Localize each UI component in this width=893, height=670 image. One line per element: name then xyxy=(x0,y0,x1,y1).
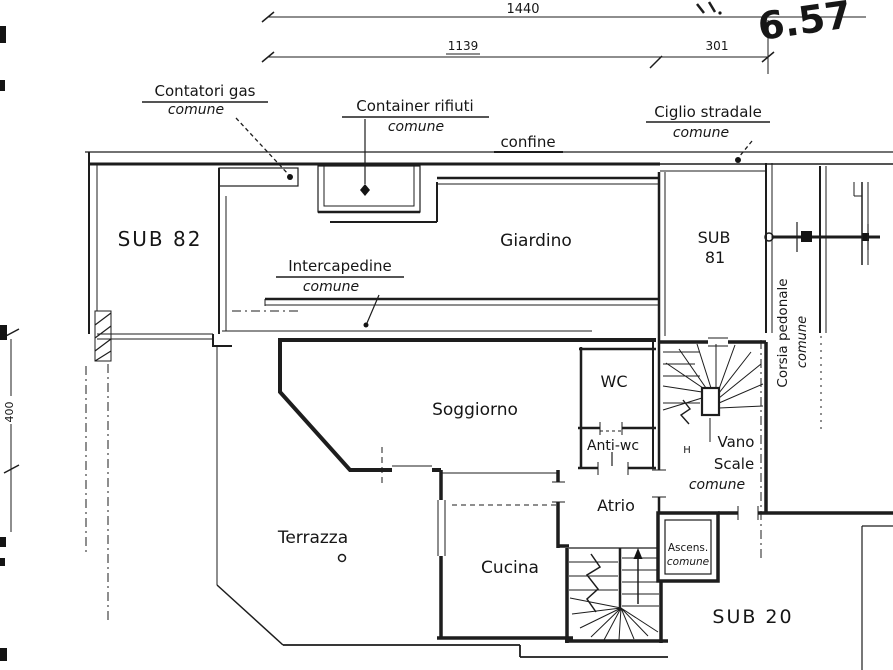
annotation-ciglio-stradale: Ciglio stradale comune xyxy=(646,103,770,163)
kitchen-window xyxy=(437,500,446,556)
handwritten-total: 6.57 xyxy=(755,0,854,49)
container-rifiuti-label: Container rifiuti xyxy=(356,97,473,115)
atrio-west-wall xyxy=(556,470,569,548)
contatori-gas-comune: comune xyxy=(168,102,224,118)
annotation-vano-scale: Vano Scale comune H xyxy=(683,433,754,493)
dim-left-label: 1139 xyxy=(448,39,479,53)
room-label-sub82: SUB 82 xyxy=(118,227,203,251)
room-label-cucina: Cucina xyxy=(481,558,539,578)
terrace-diagonal-edge xyxy=(216,584,284,646)
boundary-walls xyxy=(85,151,893,624)
stair-treads-right xyxy=(622,557,659,607)
room-labels: SUB 82 Giardino SUB 81 Soggiorno WC Anti… xyxy=(118,227,793,628)
ciglio-stradale-label: Ciglio stradale xyxy=(654,103,762,121)
dim-total-label: 1440 xyxy=(506,2,539,17)
leader-line xyxy=(235,117,290,176)
lower-stair xyxy=(565,547,668,643)
corsia-pedonale-comune: comune xyxy=(795,316,810,368)
terrazza-drain-symbol xyxy=(337,553,347,563)
scale-label: Scale xyxy=(714,455,754,473)
elevator-walls xyxy=(656,511,720,583)
vano-label: Vano xyxy=(718,433,755,451)
leader-line xyxy=(738,140,753,158)
room-label-sub81-line1: SUB xyxy=(698,228,731,247)
sub20-walls xyxy=(718,506,893,670)
spiral-stair-treads xyxy=(662,343,764,411)
room-label-anti-wc: Anti-wc xyxy=(587,438,639,454)
atrio-walls xyxy=(552,470,569,548)
pedestrian-lane-walls xyxy=(760,163,880,560)
gas-meter-box xyxy=(218,167,299,187)
ascensore-label: Ascens. xyxy=(668,542,708,554)
annotation-corsia-pedonale: Corsia pedonale comune xyxy=(775,278,810,387)
ciglio-stradale-comune: comune xyxy=(673,125,729,141)
ascensore-comune: comune xyxy=(667,556,709,568)
scan-artifacts xyxy=(0,26,7,661)
stair-break-line xyxy=(679,399,692,425)
dim-side-label: 400 xyxy=(3,402,16,423)
room-label-soggiorno: Soggiorno xyxy=(432,400,518,420)
stair-treads-left xyxy=(569,561,618,591)
soggiorno-west-wall xyxy=(278,338,392,472)
annotation-intercapedine: Intercapedine comune xyxy=(276,257,404,328)
room-label-sub20: SUB 20 xyxy=(712,606,793,628)
top-dimension-lines: 1440 1139 301 6.57 xyxy=(261,0,866,74)
kitchen-walls xyxy=(437,470,573,640)
stair-newel xyxy=(700,386,721,417)
terrace-south-edge xyxy=(283,644,668,658)
confine-label: confine xyxy=(500,133,555,151)
room-label-terrazza: Terrazza xyxy=(277,528,348,548)
room-label-atrio: Atrio xyxy=(597,496,635,515)
room-label-wc: WC xyxy=(601,372,628,391)
room-label-sub81-line2: 81 xyxy=(705,248,725,267)
vano-scale-comune: comune xyxy=(689,477,745,493)
dim-right-label: 301 xyxy=(706,39,729,53)
annotation-confine: confine xyxy=(494,133,563,153)
annotation-contatori-gas: Contatori gas comune xyxy=(142,82,293,180)
contatori-gas-label: Contatori gas xyxy=(155,82,256,100)
wc-antiwc-walls xyxy=(578,347,656,475)
container-rifiuti-comune: comune xyxy=(388,119,444,135)
garden-and-sub82-walls xyxy=(97,165,666,514)
stair-winders xyxy=(569,597,659,641)
annotation-ascensore: Ascens. comune xyxy=(667,542,709,568)
hatched-wall-segment xyxy=(94,310,112,362)
stairwell-walls-and-spiral-stair xyxy=(658,337,768,512)
annotation-container-rifiuti: Container rifiuti comune xyxy=(342,97,489,196)
room-label-giardino: Giardino xyxy=(500,231,572,251)
intercapedine-label: Intercapedine xyxy=(288,257,392,275)
corsia-pedonale-label: Corsia pedonale xyxy=(775,278,791,387)
intercapedine-comune: comune xyxy=(303,279,359,295)
terrace-boundary xyxy=(216,346,668,658)
elevator-shaft xyxy=(656,511,720,583)
left-edge-dimension: 400 xyxy=(3,328,20,532)
handwritten-marks xyxy=(696,1,722,15)
h-marker: H xyxy=(683,445,691,456)
